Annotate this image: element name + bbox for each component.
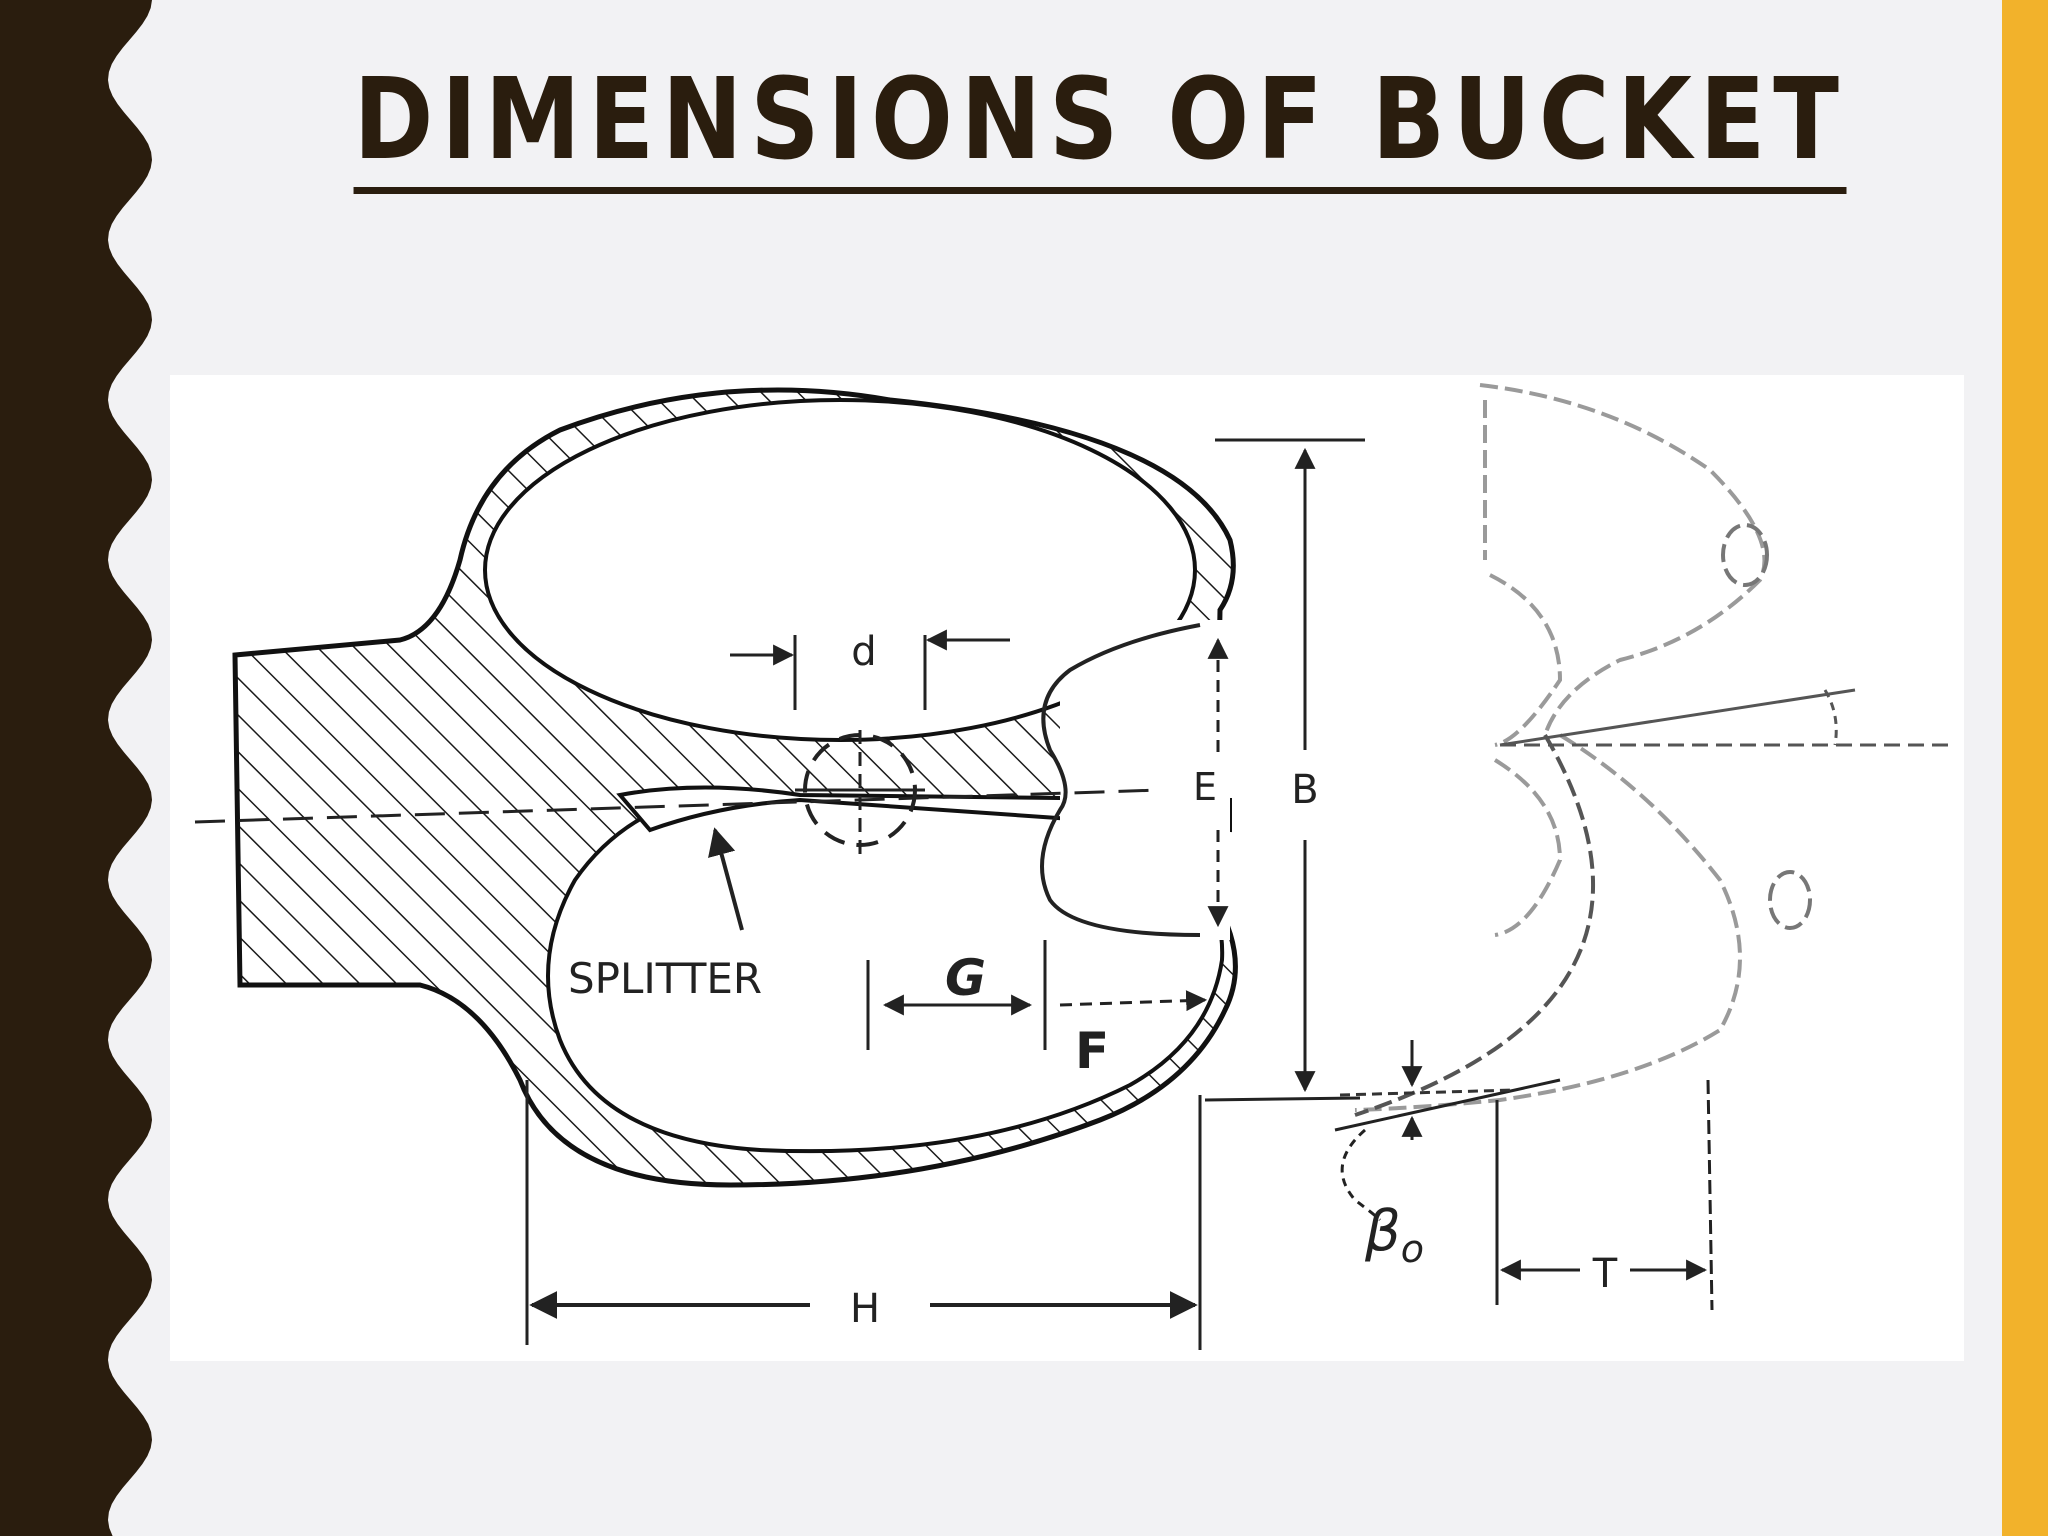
label-f: F [1075,1022,1109,1080]
label-h: H [850,1286,880,1332]
label-d: d [851,629,876,675]
bucket-cross-section [232,387,1238,1188]
label-beta: βo [1364,1199,1424,1271]
bucket-dimensions-diagram: d SPLITTER G F E B [170,375,1964,1361]
bucket-opening-profile [1040,623,1201,937]
bucket-upper-cavity [483,398,1197,742]
dimension-g-f: G F [866,940,1208,1080]
label-b: B [1291,767,1318,813]
slide-title-text: DIMENSIONS OF BUCKET [353,55,1847,194]
dimension-e-b: E B [1193,438,1365,1102]
beta-angle-annotation: βo [1334,1040,1561,1271]
bucket-opening [1060,620,1230,940]
right-accent-bar [2002,0,2048,1536]
bucket-side-view [1354,383,1812,1117]
label-beta-subscript: o [1401,1227,1424,1271]
label-e: E [1193,765,1217,809]
dimension-h: H [525,1080,1202,1350]
splitter-annotation: SPLITTER [568,827,762,1003]
label-t: T [1592,1251,1618,1297]
dimension-t: T [1495,1079,1714,1311]
label-beta-symbol: β [1364,1199,1401,1264]
dimension-d: d [730,629,1010,710]
label-g: G [945,949,986,1007]
label-splitter: SPLITTER [568,954,762,1003]
center-line [194,788,1161,824]
side-view-angle-lines [1499,688,1955,747]
jet-circle [795,730,925,860]
slide-title: DIMENSIONS OF BUCKET [150,55,2048,194]
wavy-left-band [0,0,152,1536]
